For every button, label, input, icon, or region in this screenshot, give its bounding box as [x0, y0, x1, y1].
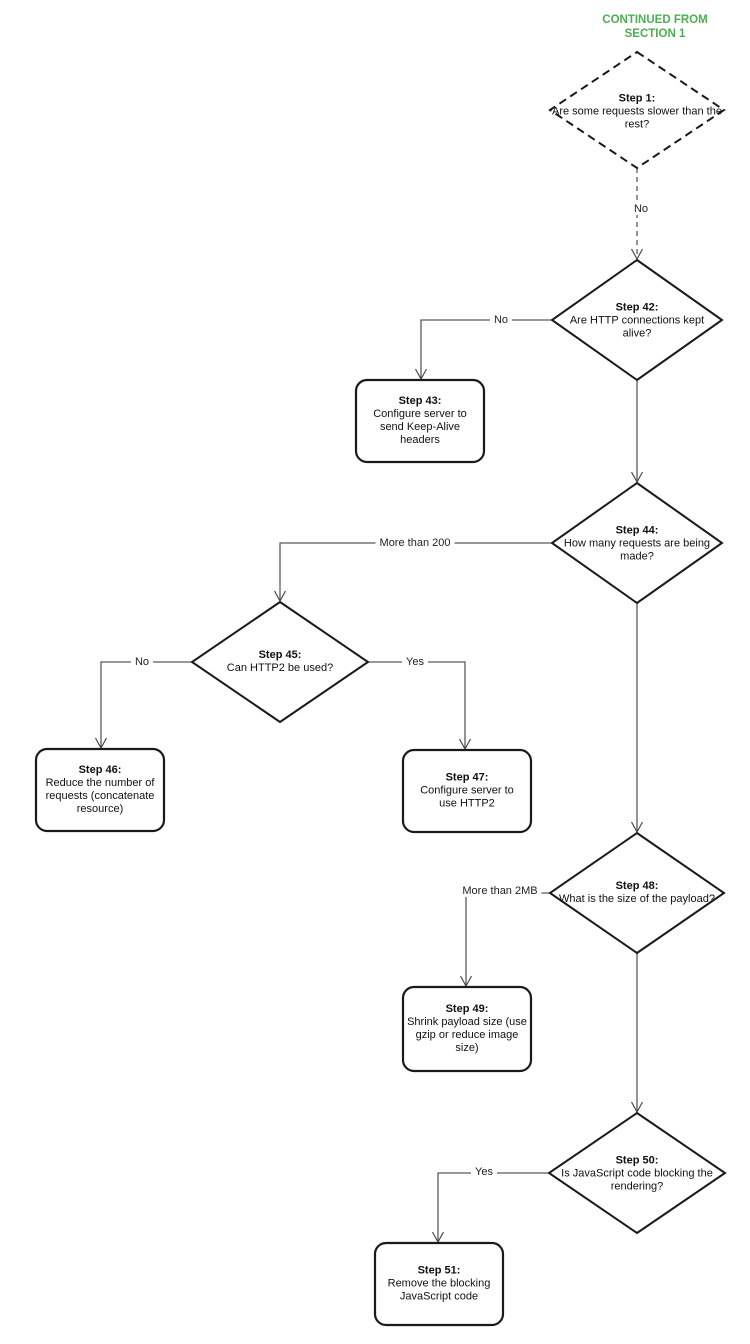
step43-box — [354, 378, 486, 464]
edge-step48-step49 — [465, 892, 550, 986]
step44-diamond — [550, 481, 724, 605]
edge-label-step45-no: No — [130, 656, 154, 668]
step49-label: Step 49: Shrink payload size (use gzip o… — [406, 1003, 528, 1055]
step46-box — [34, 747, 166, 833]
step47-title: Step 47: — [445, 771, 489, 784]
step51-text: Remove the blocking JavaScript code — [387, 1277, 491, 1303]
step50-title: Step 50: — [615, 1154, 659, 1167]
step43-text: Configure server to send Keep-Alive head… — [373, 408, 467, 446]
step49-text: Shrink payload size (use gzip or reduce … — [407, 1016, 527, 1054]
step42-diamond — [550, 258, 724, 382]
step42-title: Step 42: — [615, 301, 659, 314]
edge-step45-step46 — [100, 661, 192, 748]
step1-text: Are some requests slower than the rest? — [552, 105, 722, 131]
step48-title: Step 48: — [615, 880, 659, 892]
step1-title: Step 1: — [618, 92, 656, 105]
step50-label: Step 50: Is JavaScript code blocking the… — [546, 1155, 728, 1194]
step43-label: Step 43: Configure server to send Keep-A… — [364, 395, 476, 447]
step49-box — [401, 985, 533, 1073]
edge-step45-step47 — [368, 661, 466, 749]
step47-text: Configure server to use HTTP2 — [420, 784, 514, 810]
edge-label-step50-yes: Yes — [471, 1166, 497, 1178]
step44-title: Step 44: — [615, 524, 659, 537]
step46-title: Step 46: — [78, 764, 122, 776]
step45-label: Step 45: Can HTTP2 be used? — [200, 649, 360, 675]
step50-diamond — [547, 1111, 727, 1235]
step51-title: Step 51: — [417, 1264, 461, 1277]
step51-box — [373, 1241, 505, 1327]
step51-label: Step 51: Remove the blocking JavaScript … — [376, 1265, 502, 1304]
step47-label: Step 47: Configure server to use HTTP2 — [411, 772, 523, 811]
step45-title: Step 45: — [258, 649, 302, 661]
step42-text: Are HTTP connections kept alive? — [569, 314, 705, 340]
edge-label-step48-more2mb: More than 2MB — [458, 885, 542, 897]
step46-label: Step 46: Reduce the number of requests (… — [37, 764, 163, 816]
step1-label: Step 1: Are some requests slower than th… — [546, 93, 728, 132]
edge-step50-step51 — [437, 1172, 549, 1242]
step48-text: What is the size of the payload? — [559, 893, 715, 905]
step46-text: Reduce the number of requests (concatena… — [45, 777, 155, 815]
edge-step44-step45 — [279, 542, 552, 601]
edge-label-step42-no: No — [489, 314, 513, 326]
edge-label-step44-more200: More than 200 — [375, 537, 455, 549]
step42-label: Step 42: Are HTTP connections kept alive… — [561, 302, 713, 341]
step45-diamond — [190, 600, 370, 724]
edge-label-step45-yes: Yes — [402, 656, 428, 668]
step48-diamond — [548, 831, 726, 955]
step43-title: Step 43: — [398, 395, 442, 407]
step45-text: Can HTTP2 be used? — [226, 662, 334, 674]
step44-text: How many requests are being made? — [563, 537, 711, 563]
step48-label: Step 48: What is the size of the payload… — [542, 880, 732, 906]
edge-step42-step43 — [420, 319, 552, 379]
step49-title: Step 49: — [445, 1003, 489, 1015]
step1-diamond — [548, 50, 726, 170]
step47-box — [401, 748, 533, 834]
continued-label: CONTINUED FROM SECTION 1 — [602, 14, 708, 40]
step50-text: Is JavaScript code blocking the renderin… — [561, 1167, 713, 1193]
edge-label-step1-no: No — [629, 203, 653, 215]
step44-label: Step 44: How many requests are being mad… — [552, 525, 722, 564]
